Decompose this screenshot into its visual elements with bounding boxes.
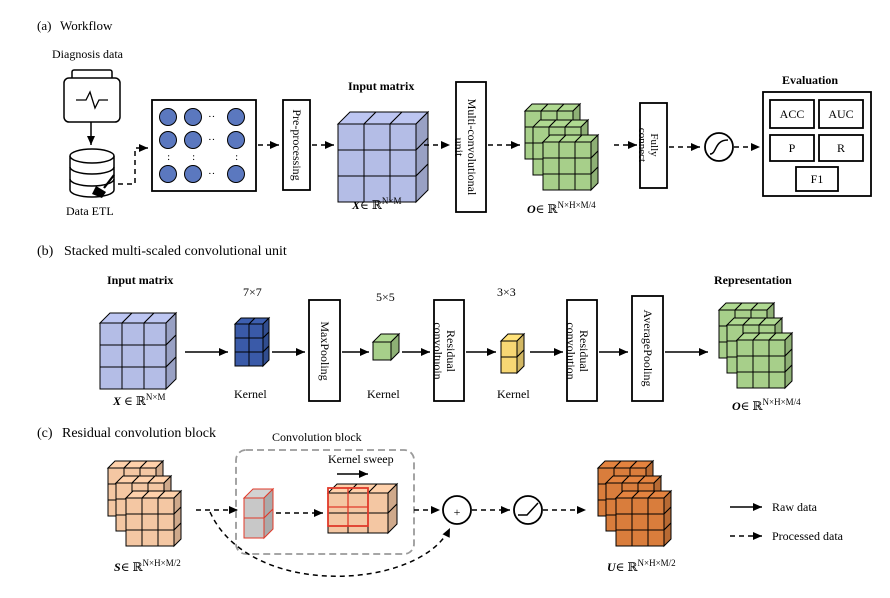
- legend-processed-label: Processed data: [772, 529, 844, 543]
- panel-c-label: (c): [37, 426, 53, 441]
- maxpooling-box: [308, 299, 341, 402]
- dashed-arrow-db-to-grid: [118, 144, 148, 185]
- node-circle: [184, 108, 202, 126]
- legend: Raw data Processed data: [730, 500, 844, 543]
- metrics: ACC AUC P R F1: [769, 99, 864, 192]
- metric-f1: F1: [811, 172, 824, 186]
- node-grid: ·· ·· ·· ·· ·· ··: [159, 108, 245, 183]
- preprocessing-label: Pre-processing: [290, 109, 304, 180]
- sweep-cube: [326, 482, 399, 535]
- s-cube-3: [124, 489, 183, 548]
- k7-label: 7×7: [243, 285, 262, 299]
- metric-box: [769, 134, 815, 162]
- metric-acc: ACC: [780, 107, 805, 121]
- panel-a-label: (a): [37, 18, 51, 33]
- x-formula-b: X∈ ℝN×M: [112, 392, 165, 408]
- ellipsis-h: ··: [208, 168, 215, 180]
- ellipsis-h: ··: [208, 134, 215, 146]
- multiconv-unit-box: [455, 81, 487, 213]
- fully-connect-box: [639, 102, 668, 189]
- node-circle: [184, 131, 202, 149]
- kernel-label-2: Kernel: [367, 387, 400, 401]
- sigmoid-icon: [704, 132, 734, 162]
- metric-auc: AUC: [828, 107, 853, 121]
- heartbeat-monitor-icon: [63, 69, 121, 123]
- kernel-label-1: Kernel: [234, 387, 267, 401]
- u-cube-3: [614, 489, 673, 548]
- fully-connect-label: Fullyconnect: [636, 128, 660, 162]
- node-circle: [159, 165, 177, 183]
- avgpooling-label: AveragePooling: [641, 309, 655, 386]
- kernel-3x3-cube: [499, 332, 526, 375]
- grey-kernel-cube: [242, 487, 275, 540]
- ellipsis-v: ··: [162, 154, 174, 161]
- skip-connection-arrow: [209, 511, 451, 577]
- panel-c: (c) Residual convolution block S∈ ℝN×H×M…: [37, 426, 844, 577]
- kernel-7x7-cube: [233, 316, 271, 368]
- node-circle: [227, 131, 245, 149]
- x-formula-a: X∈ ℝN×M: [351, 196, 401, 212]
- kernel-label-3: Kernel: [497, 387, 530, 401]
- kernel-5x5-cube: [371, 332, 401, 362]
- k3-label: 3×3: [497, 285, 516, 299]
- o-formula-a: O∈ ℝN×H×M/4: [527, 200, 596, 216]
- conv-block-label: Convolution block: [272, 430, 362, 444]
- residual-label-1: Residualconvoltuoin: [431, 322, 458, 379]
- panel-c-title: Residual convolution block: [62, 426, 216, 441]
- input-matrix-cube-b: [98, 311, 178, 391]
- metric-box: [795, 166, 839, 192]
- node-circle: [227, 165, 245, 183]
- metric-r: R: [837, 141, 845, 155]
- multiconv-unit-label: Multi-convolutionalunit: [452, 99, 479, 196]
- maxpooling-label: MaxPooling: [318, 321, 332, 380]
- u-formula: U∈ ℝN×H×M/2: [607, 558, 676, 574]
- conv-block-box: [235, 449, 415, 555]
- representation-label: Representation: [714, 273, 792, 287]
- plus-circle: [442, 495, 472, 525]
- input-matrix-label-b: Input matrix: [107, 273, 173, 287]
- legend-raw-label: Raw data: [772, 500, 818, 514]
- s-formula: S∈ ℝN×H×M/2: [114, 558, 181, 574]
- o-formula-b: O∈ ℝN×H×M/4: [732, 397, 801, 413]
- panel-b-title: Stacked multi-scaled convolutional unit: [64, 244, 287, 259]
- node-circle: [184, 165, 202, 183]
- panel-a-title: Workflow: [60, 18, 113, 33]
- metric-box: [818, 99, 864, 129]
- avgpooling-box: [631, 295, 664, 402]
- node-circle: [227, 108, 245, 126]
- database-broom-icon: [69, 148, 115, 198]
- panel-b: (b) Stacked multi-scaled convolutional u…: [37, 244, 801, 413]
- residual-box-1: [433, 299, 465, 402]
- panel-a: (a) Workflow Diagnosis data Data ETL: [37, 18, 872, 218]
- panel-b-label: (b): [37, 244, 54, 259]
- kernel-sweep-label: Kernel sweep: [328, 452, 394, 466]
- k5-label: 5×5: [376, 290, 395, 304]
- node-circle: [159, 108, 177, 126]
- metric-box: [818, 134, 864, 162]
- ellipsis-v: ··: [187, 154, 199, 161]
- plus-sign: +: [454, 505, 461, 519]
- ellipsis-h: ··: [208, 111, 215, 123]
- metric-box: [769, 99, 815, 129]
- ellipsis-v: ··: [230, 154, 242, 161]
- preprocessing-box: [282, 99, 311, 191]
- representation-cube-3: [735, 331, 794, 390]
- data-etl-label: Data ETL: [66, 204, 114, 218]
- evaluation-label: Evaluation: [782, 73, 838, 87]
- residual-label-2: Residualconvolution: [564, 322, 591, 379]
- input-matrix-label-a: Input matrix: [348, 79, 414, 93]
- diagnosis-data-label: Diagnosis data: [52, 47, 124, 61]
- metric-p: P: [789, 141, 796, 155]
- output-cube-a-3: [541, 133, 600, 192]
- relu-icon: [513, 495, 543, 525]
- input-matrix-cube-a: [336, 110, 430, 204]
- node-circle: [159, 131, 177, 149]
- residual-box-2: [566, 299, 598, 402]
